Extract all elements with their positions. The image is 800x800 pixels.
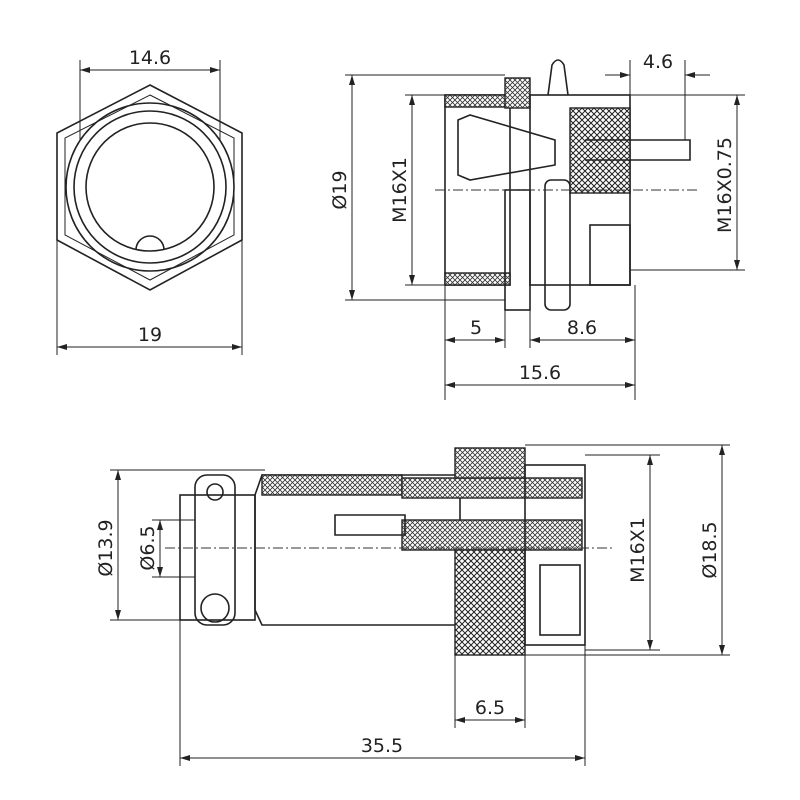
dim-plug-inner-diameter: Ø6.5 <box>137 525 159 570</box>
dim-side-depth-a: 5 <box>470 317 482 339</box>
dim-side-diameter: Ø19 <box>329 170 351 209</box>
plug-view: Ø13.9 Ø6.5 M16X1 Ø18.5 6.5 35.5 <box>95 444 730 766</box>
dim-front-width-top: 14.6 <box>129 47 171 69</box>
dim-plug-nut-diameter: Ø18.5 <box>699 521 721 578</box>
dim-plug-nut-length: 6.5 <box>475 697 505 719</box>
side-view: Ø19 M16X1 M16X0.75 4.6 5 8.6 15.6 <box>329 51 745 400</box>
dim-side-flange: 4.6 <box>643 51 673 73</box>
dim-plug-total-length: 35.5 <box>361 735 403 757</box>
dim-side-thread-left: M16X1 <box>389 157 411 223</box>
dim-side-thread-right: M16X0.75 <box>714 137 736 233</box>
dim-plug-thread: M16X1 <box>627 517 649 583</box>
dim-front-width-bottom: 19 <box>138 324 162 346</box>
front-hex-view: 14.6 19 <box>56 47 243 355</box>
dim-side-depth-b: 8.6 <box>567 317 597 339</box>
dim-side-depth-total: 15.6 <box>519 362 561 384</box>
dim-plug-outer-diameter: Ø13.9 <box>95 519 117 576</box>
